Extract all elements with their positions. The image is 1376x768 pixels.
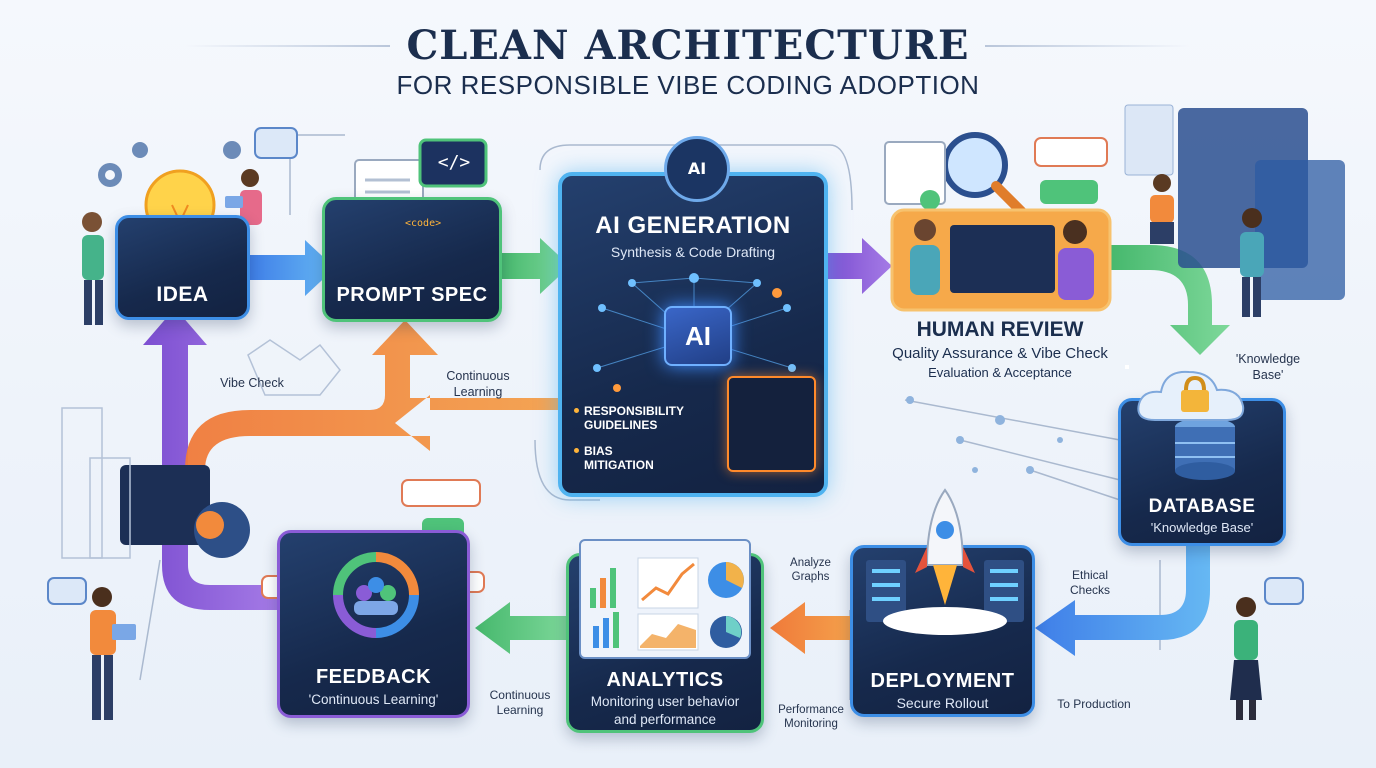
- arrow-ai-to-prompt-loop: [185, 320, 558, 470]
- dashboard-icon: [579, 539, 751, 659]
- wireframe-decor: [61, 339, 341, 559]
- node-human-review-title[interactable]: HUMAN REVIEW: [916, 318, 1084, 341]
- node-database[interactable]: DATABASE 'Knowledge Base': [1118, 398, 1286, 546]
- bullet-responsibility-guidelines: RESPONSIBILITY GUIDELINES: [574, 404, 694, 433]
- node-deployment-subtitle: Secure Rollout: [896, 695, 989, 711]
- node-database-title: DATABASE: [1148, 496, 1256, 517]
- rocket-icon: [866, 488, 1024, 635]
- node-ai-generation-subtitle: Synthesis & Code Drafting: [610, 244, 776, 260]
- pie-chart-icon: [708, 562, 744, 648]
- node-prompt-spec-title: PROMPT SPEC: [336, 284, 488, 306]
- ai-chip-icon: AI: [664, 306, 732, 366]
- node-analytics-subtitle-1: Monitoring user behavior: [590, 694, 740, 709]
- node-feedback[interactable]: FEEDBACK 'Continuous Learning': [277, 530, 470, 718]
- arrow-deployment-to-analytics: [770, 602, 850, 654]
- code-snippet-label: <code>: [405, 218, 442, 229]
- annotation-analyze-graphs: Analyze Graphs: [790, 557, 831, 584]
- node-prompt-spec[interactable]: PROMPT SPEC: [322, 197, 502, 322]
- title-rule-left: [185, 45, 390, 47]
- node-feedback-title: FEEDBACK: [315, 666, 432, 688]
- person-left-bottom: [90, 587, 136, 720]
- person-laptop-top: [225, 169, 262, 225]
- title-rule-right: [985, 45, 1190, 47]
- page-subtitle: FOR RESPONSIBLE VIBE CODING ADOPTION: [396, 70, 980, 100]
- gear-icon: [98, 141, 241, 187]
- node-analytics-subtitle-2: and performance: [613, 712, 717, 727]
- bar-chart-icon: [590, 568, 619, 648]
- node-ai-generation[interactable]: AI AI GENERATION Synthesis & Code Drafti…: [558, 136, 828, 497]
- node-human-review-subtitle: Quality Assurance & Vibe Check: [892, 345, 1108, 362]
- node-human-review-detail: Evaluation & Acceptance: [928, 365, 1072, 380]
- annotation-continuous-learning-top: Continuous Learning: [446, 369, 510, 399]
- annotation-performance-monitoring: Performance Monitoring: [778, 704, 844, 731]
- network-nodes-decor: [906, 396, 1063, 474]
- arrow-review-to-database: [1110, 245, 1230, 355]
- annotation-knowledge-base: 'Knowledge Base': [1235, 352, 1301, 382]
- page-title: CLEAN ARCHITECTURE: [406, 22, 970, 69]
- code-window-icon: [727, 376, 816, 472]
- padlock-icon: [1181, 390, 1209, 412]
- node-ai-generation-title: AI GENERATION: [595, 212, 791, 239]
- node-feedback-subtitle: 'Continuous Learning': [308, 692, 439, 707]
- screen-panel-right: [1124, 104, 1345, 300]
- node-database-subtitle: 'Knowledge Base': [1150, 520, 1254, 535]
- person-right-top: [1150, 174, 1264, 317]
- magnifier-icon: [942, 132, 1035, 225]
- arrow-feedback-to-idea: [143, 308, 280, 610]
- arrow-database-to-deployment: [1035, 545, 1210, 656]
- node-idea-title: IDEA: [156, 283, 209, 306]
- node-analytics-title: ANALYTICS: [606, 669, 724, 691]
- arrow-ai-to-review: [828, 238, 892, 294]
- arrow-analytics-to-feedback: [475, 602, 570, 654]
- checklist-icon: [884, 141, 946, 210]
- review-panel: [890, 208, 1112, 312]
- chat-bubble-icon: [47, 127, 1304, 605]
- node-deployment-title: DEPLOYMENT: [870, 670, 1015, 692]
- atom-icon: AI: [664, 136, 730, 202]
- person-right-bottom: [1230, 597, 1262, 720]
- cloud-padlock-icon: [1137, 370, 1245, 421]
- cycle-arrows-icon: [333, 552, 419, 638]
- arrow-prompt-to-ai: [500, 238, 570, 294]
- annotation-to-production: To Production: [1057, 697, 1131, 711]
- code-tag-label: </>: [437, 152, 471, 173]
- connector-lines: [139, 134, 1161, 700]
- annotation-vibe-check: Vibe Check: [220, 376, 284, 390]
- arrow-idea-to-prompt: [248, 240, 335, 296]
- annotation-ethical-checks: Ethical Checks: [1069, 568, 1110, 597]
- star-rating-icon: [261, 137, 1108, 599]
- node-idea[interactable]: IDEA: [115, 215, 250, 320]
- database-cylinder-icon: [1175, 418, 1235, 480]
- person-left-idea: [82, 212, 104, 325]
- head-profile-icon: [120, 465, 250, 558]
- bullet-bias-mitigation: BIAS MITIGATION: [574, 444, 654, 473]
- annotation-continuous-learning-bottom: Continuous Learning: [489, 688, 551, 717]
